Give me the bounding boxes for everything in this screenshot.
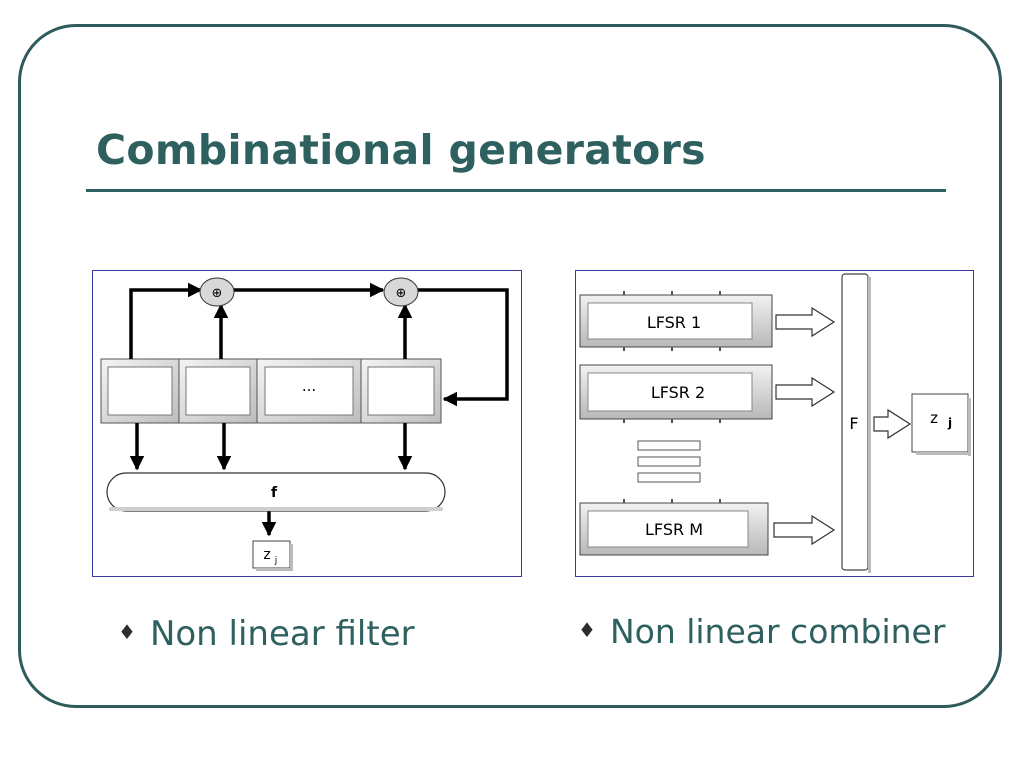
lfsr-output-arrows [773,306,836,546]
combiner-output-subscript: j [947,416,952,430]
title-underline [86,189,946,192]
diamond-bullet-icon: ♦ [118,620,136,644]
xor-symbol: ⊕ [212,286,223,301]
slide-title: Combinational generators [96,126,706,174]
filter-diagram-svg: ... ⊕ ⊕ f [100,277,509,571]
filter-function-label: f [271,485,278,501]
lfsr-block: LFSR 1 [579,291,773,351]
combiner-function-block: F [841,273,871,573]
lfsr-block: LFSR 2 [579,364,773,423]
bullet-right-text: Non linear combiner [609,612,946,651]
lfsr-label: LFSR 2 [651,383,705,402]
bullet-right: ♦ Non linear combiner [578,612,945,651]
lfsr-block: LFSR M [579,499,769,556]
xor-symbol: ⊕ [396,286,407,301]
combiner-output-box: z j [911,393,971,456]
lfsr-label: LFSR M [645,520,703,539]
register-ellipsis: ... [302,377,316,395]
filter-output-box: z j [252,540,293,571]
filter-diagram: ... ⊕ ⊕ f [92,270,522,577]
register-cell [178,358,258,424]
diamond-bullet-icon: ♦ [578,618,596,642]
filter-output-label: z [263,547,270,563]
xor-node: ⊕ [383,277,419,307]
combiner-output-label: z [930,409,938,427]
bullet-left-text: Non linear filter [149,614,415,654]
slide-frame [18,24,1002,708]
xor-node: ⊕ [199,277,235,307]
lfsr-label: LFSR 1 [647,313,701,332]
register-cell [360,358,442,424]
filter-output-subscript: j [274,556,278,566]
combiner-diagram-svg: LFSR 1 LFSR 2 LFSR M [579,273,971,573]
register-cell [100,358,180,424]
more-lfsrs-indicator [637,440,701,483]
combiner-diagram: LFSR 1 LFSR 2 LFSR M [575,270,974,577]
combiner-output-arrow [873,408,912,440]
bullet-left: ♦ Non linear filter [118,614,415,654]
combiner-function-label: F [849,414,858,433]
filter-function-block: f [106,472,446,512]
